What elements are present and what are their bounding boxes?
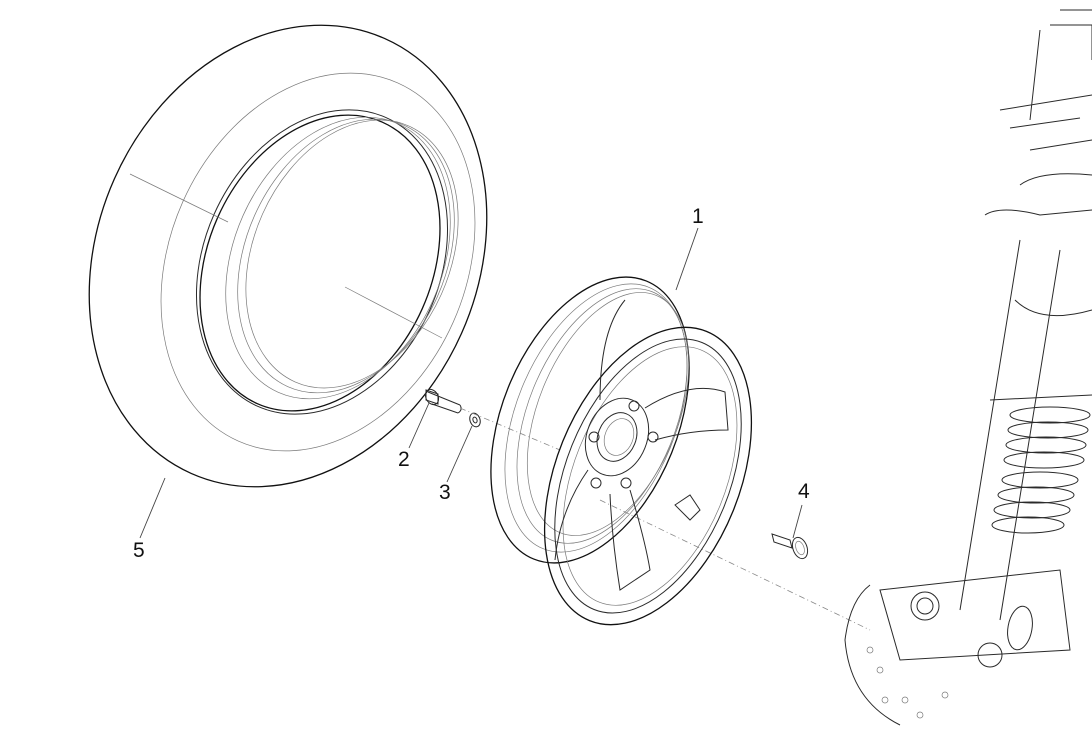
leader-line-1 (675, 227, 699, 291)
valve-axis-line (599, 499, 871, 631)
leader-line-5 (139, 477, 166, 539)
leader-line-4 (792, 504, 803, 539)
callout-3-washer: 3 (439, 481, 451, 504)
valve-drawing (771, 533, 809, 560)
leader-line-3 (446, 425, 473, 483)
callout-2-bolt: 2 (398, 448, 410, 471)
wheel-rim-drawing (490, 276, 753, 626)
callout-4-valve: 4 (798, 480, 810, 503)
assembly-axis-line (459, 407, 561, 451)
leader-line-2 (408, 402, 430, 449)
tire-drawing (88, 24, 488, 488)
fork-suspension-drawing (844, 9, 1092, 726)
callout-1-wheel-rim: 1 (692, 205, 704, 228)
bolt-drawing (424, 388, 462, 414)
callout-5-tire: 5 (133, 539, 145, 562)
